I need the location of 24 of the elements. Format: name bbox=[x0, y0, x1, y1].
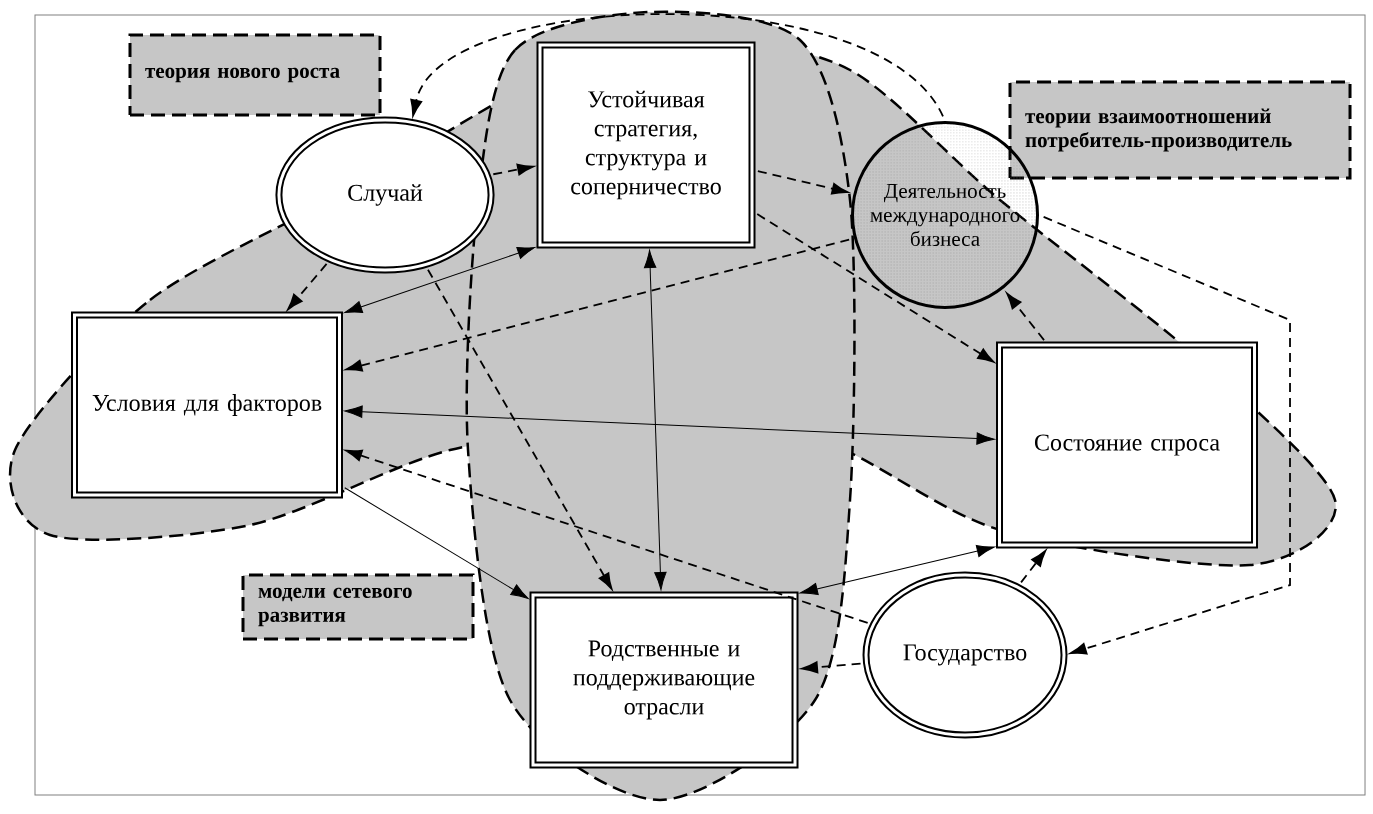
arrow bbox=[410, 13, 944, 118]
arrow bbox=[427, 268, 613, 590]
arrow bbox=[344, 487, 529, 600]
arrow bbox=[643, 249, 667, 591]
arrow bbox=[287, 263, 328, 311]
factor-box: Родственные и поддерживающие отрасли bbox=[529, 591, 799, 769]
theory-band: теория нового роста bbox=[128, 33, 382, 117]
arrow bbox=[344, 246, 536, 314]
arrow bbox=[756, 213, 995, 363]
arrow bbox=[801, 661, 862, 674]
theory-band: теории взаимоотношений потребитель-производитель bbox=[1008, 80, 1352, 180]
factor-box: Устойчивая стратегия, структура и соперничество bbox=[536, 41, 756, 249]
theory-band: модели сетевого развития bbox=[241, 573, 475, 641]
arrow bbox=[757, 170, 849, 195]
arrow bbox=[1020, 550, 1047, 584]
arrow bbox=[344, 405, 995, 445]
factor-box: Состояние спроса bbox=[996, 341, 1258, 549]
arrow bbox=[1042, 216, 1291, 655]
arrow bbox=[345, 238, 851, 372]
arrow bbox=[345, 449, 869, 624]
arrow bbox=[492, 163, 534, 176]
arrow bbox=[799, 544, 995, 596]
factor-box: Условия для факторов bbox=[71, 311, 343, 499]
arrow bbox=[1006, 292, 1045, 341]
